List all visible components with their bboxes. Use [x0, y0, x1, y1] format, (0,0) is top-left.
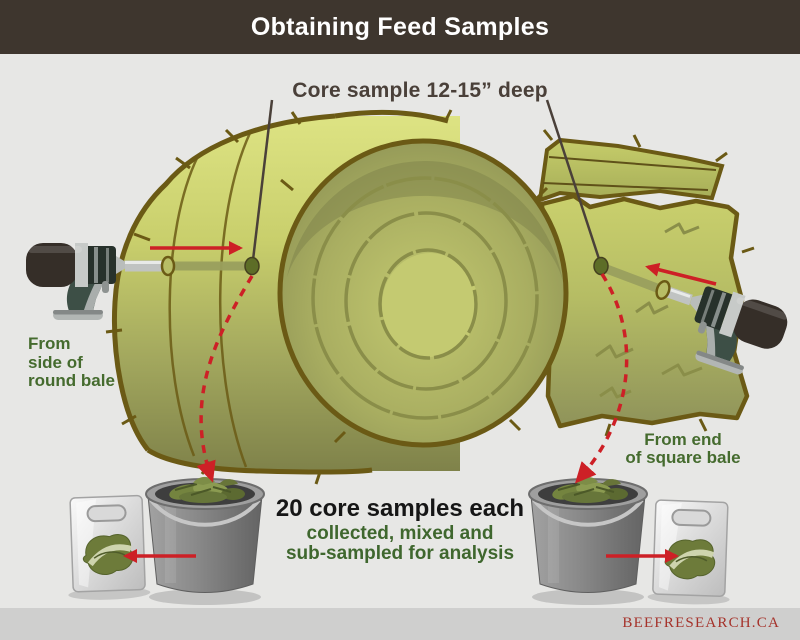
summary-block: 20 core samples each collected, mixed an… — [230, 496, 570, 564]
sample-bag-right — [647, 500, 733, 606]
square-bale — [537, 129, 757, 437]
round-bale-method-label: From side of round bale — [28, 334, 115, 390]
transfer-paths — [196, 273, 629, 484]
core-sampler-tube-left — [125, 255, 250, 277]
summary-subtitle: collected, mixed and sub-sampled for ana… — [285, 523, 515, 564]
core-sampler-tube-right — [602, 263, 693, 306]
round-bale — [105, 109, 569, 485]
core-sample-dot-right — [593, 256, 609, 276]
sample-bag-left — [65, 495, 151, 601]
transfer-path-left — [196, 275, 254, 483]
leader-line-right — [545, 99, 602, 263]
core-sample-depth-label: Core sample 12-15” deep — [292, 79, 548, 102]
direction-arrow-right — [645, 262, 717, 286]
transfer-path-right — [574, 273, 629, 484]
leader-lines — [251, 99, 602, 263]
square-bale-method-label: From end of square bale — [625, 430, 741, 467]
summary-title: 20 core samples each — [275, 495, 525, 522]
page-title: Obtaining Feed Samples — [250, 12, 550, 41]
header-bar: Obtaining Feed Samples — [0, 0, 800, 54]
brand-wordmark: BEEFRESEARCH.CA — [622, 615, 780, 631]
leader-line-left — [251, 99, 274, 261]
core-sample-dot-left — [244, 256, 260, 276]
drill-left — [26, 243, 125, 320]
direction-arrows — [150, 241, 717, 286]
footer-bar — [0, 608, 800, 640]
